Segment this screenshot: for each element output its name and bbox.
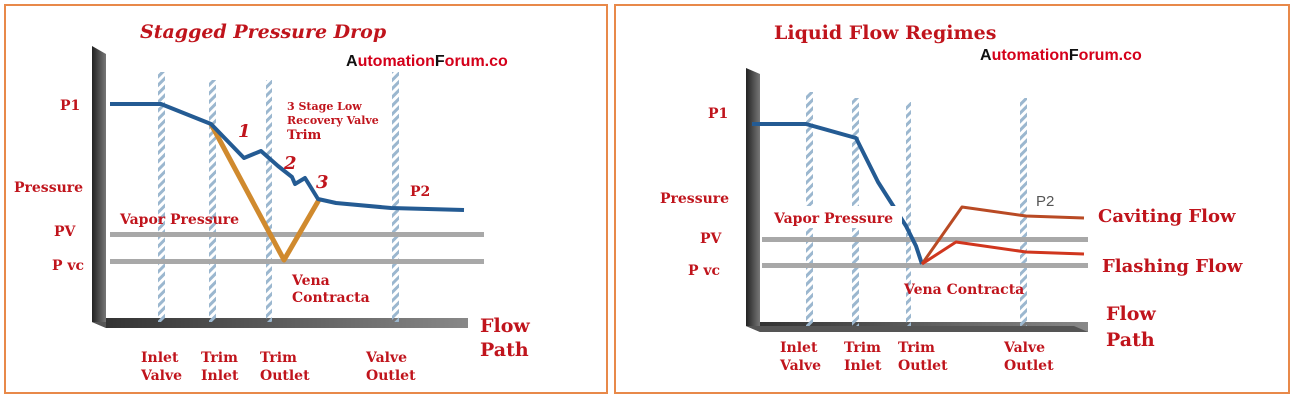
- flow-label: Flow: [1106, 303, 1156, 325]
- flashing-flow-line: [921, 240, 1085, 266]
- caviting-flow-line: [920, 205, 1085, 265]
- x-label-trim-outlet-2: Outlet: [898, 358, 948, 374]
- staged-pressure-drop-diagram: Stagged Pressure Drop AutomationForum.co…: [14, 21, 530, 384]
- trim-outlet-marker: [266, 80, 272, 322]
- pvc-label: P vc: [52, 258, 84, 274]
- path-label: Path: [1106, 329, 1155, 351]
- p1-label: P1: [708, 106, 728, 122]
- stage-2-label: 2: [283, 153, 297, 174]
- p2-label: P2: [1036, 193, 1054, 210]
- x-label-inlet-valve-1: Inlet: [141, 350, 179, 366]
- x-label-trim-outlet-2: Outlet: [260, 368, 310, 384]
- pressure-label: Pressure: [660, 191, 729, 207]
- y-axis-bar: [746, 68, 760, 332]
- pv-label: PV: [700, 231, 723, 247]
- vena-contracta-pressure-line: [110, 259, 484, 264]
- y-axis-bar: [92, 46, 106, 328]
- x-label-inlet-valve-1: Inlet: [780, 340, 818, 356]
- vena-contracta-pressure-line: [762, 263, 1088, 268]
- trim-note-line3: Trim: [287, 128, 322, 143]
- caviting-flow-label: Caviting Flow: [1098, 206, 1236, 227]
- trim-note-line2: Recovery Valve: [287, 114, 379, 127]
- x-label-inlet-valve-2: Valve: [140, 368, 182, 384]
- flashing-flow-label: Flashing Flow: [1102, 256, 1243, 277]
- p2-label: P2: [410, 184, 430, 200]
- x-label-trim-inlet-1: Trim: [201, 350, 238, 366]
- single-stage-drop-line: [208, 122, 323, 263]
- pressure-profile-line: [110, 102, 465, 212]
- path-label: Path: [480, 339, 529, 361]
- x-label-trim-outlet-1: Trim: [260, 350, 297, 366]
- trim-outlet-marker: [906, 102, 911, 326]
- stage-3-label: 3: [316, 172, 329, 193]
- staged-pressure-drop-panel: Stagged Pressure Drop AutomationForum.co…: [4, 4, 608, 394]
- x-axis-bar: [106, 318, 468, 328]
- vena-contracta-label: Vena Contracta: [903, 282, 1024, 298]
- x-label-valve-outlet-1: Valve: [365, 350, 407, 366]
- liquid-flow-regimes-panel: Liquid Flow Regimes AutomationForum.co P…: [614, 4, 1290, 394]
- flow-label: Flow: [480, 315, 530, 337]
- x-label-trim-inlet-1: Trim: [844, 340, 881, 356]
- watermark: AutomationForum.co: [980, 47, 1142, 64]
- trim-inlet-marker: [209, 80, 216, 322]
- watermark: AutomationForum.co: [346, 53, 508, 70]
- inlet-valve-marker: [158, 72, 165, 322]
- valve-outlet-marker: [1020, 98, 1027, 326]
- diagram-title: Stagged Pressure Drop: [140, 21, 387, 43]
- vapor-pressure-label-bg: [772, 206, 902, 228]
- stage-1-label: 1: [238, 121, 251, 142]
- pressure-profile-line: [752, 122, 924, 265]
- x-label-valve-outlet-2: Outlet: [1004, 358, 1054, 374]
- liquid-flow-regimes-diagram: Liquid Flow Regimes AutomationForum.co P…: [660, 22, 1243, 374]
- x-label-valve-outlet-1: Valve: [1003, 340, 1045, 356]
- x-label-trim-inlet-2: Inlet: [844, 358, 882, 374]
- vena-label-line1: Vena: [291, 273, 330, 289]
- x-label-inlet-valve-2: Valve: [779, 358, 821, 374]
- x-label-trim-outlet-1: Trim: [898, 340, 935, 356]
- pressure-label: Pressure: [14, 180, 83, 196]
- pv-label: PV: [54, 224, 77, 240]
- p1-label: P1: [60, 98, 80, 114]
- x-label-trim-inlet-2: Inlet: [201, 368, 239, 384]
- trim-note-line1: 3 Stage Low: [287, 100, 362, 113]
- x-label-valve-outlet-2: Outlet: [366, 368, 416, 384]
- vapor-pressure-label: Vapor Pressure: [773, 211, 893, 227]
- diagram-title: Liquid Flow Regimes: [774, 22, 996, 44]
- vena-label-line2: Contracta: [292, 290, 370, 306]
- x-axis-floor: [746, 326, 1088, 332]
- valve-outlet-marker: [392, 72, 399, 322]
- vapor-pressure-label: Vapor Pressure: [119, 212, 239, 228]
- vapor-pressure-line: [762, 237, 1088, 242]
- pvc-label: P vc: [688, 263, 720, 279]
